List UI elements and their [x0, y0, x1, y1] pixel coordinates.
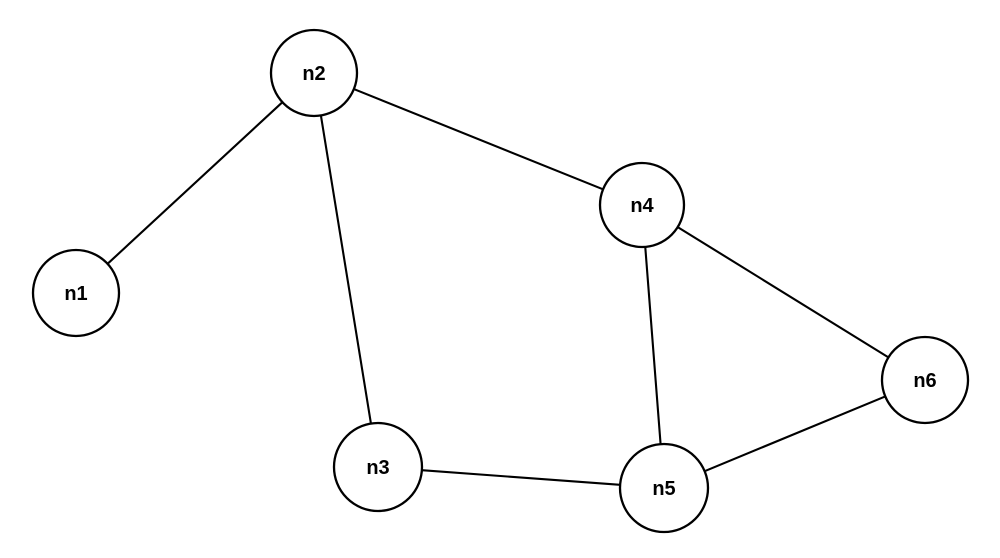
edge-layer — [106, 88, 890, 486]
graph-edge-n4-n6 — [676, 226, 890, 359]
graph-node-label-n5: n5 — [652, 478, 675, 500]
graph-node-n1[interactable]: n1 — [31, 248, 121, 338]
graph-edge-n2-n3 — [319, 114, 372, 425]
graph-node-circle-n3[interactable] — [332, 421, 424, 513]
graph-node-circle-n6[interactable] — [880, 335, 970, 425]
graph-node-label-n4: n4 — [630, 195, 654, 217]
graph-node-circle-n4[interactable] — [598, 161, 686, 249]
graph-node-circle-n5[interactable] — [618, 442, 710, 534]
graph-node-label-n2: n2 — [302, 63, 325, 85]
graph-edge-n3-n5 — [420, 469, 622, 486]
graph-edge-n4-n5 — [644, 245, 662, 446]
graph-node-n2[interactable]: n2 — [269, 28, 359, 118]
node-layer: n1 n2 n3 n4 n5 n6 — [31, 28, 970, 534]
graph-node-n6[interactable]: n6 — [880, 335, 970, 425]
graph-node-n3[interactable]: n3 — [332, 421, 424, 513]
graph-node-circle-n1[interactable] — [31, 248, 121, 338]
graph-edge-n1-n2 — [106, 101, 284, 265]
graph-node-label-n6: n6 — [913, 370, 936, 392]
graph-node-n5[interactable]: n5 — [618, 442, 710, 534]
graph-node-label-n3: n3 — [366, 457, 389, 479]
graph-node-label-n1: n1 — [64, 283, 87, 305]
graph-edge-n5-n6 — [703, 395, 887, 473]
graph-node-circle-n2[interactable] — [269, 28, 359, 118]
graph-edge-n2-n4 — [352, 88, 605, 191]
graph-node-n4[interactable]: n4 — [598, 161, 686, 249]
